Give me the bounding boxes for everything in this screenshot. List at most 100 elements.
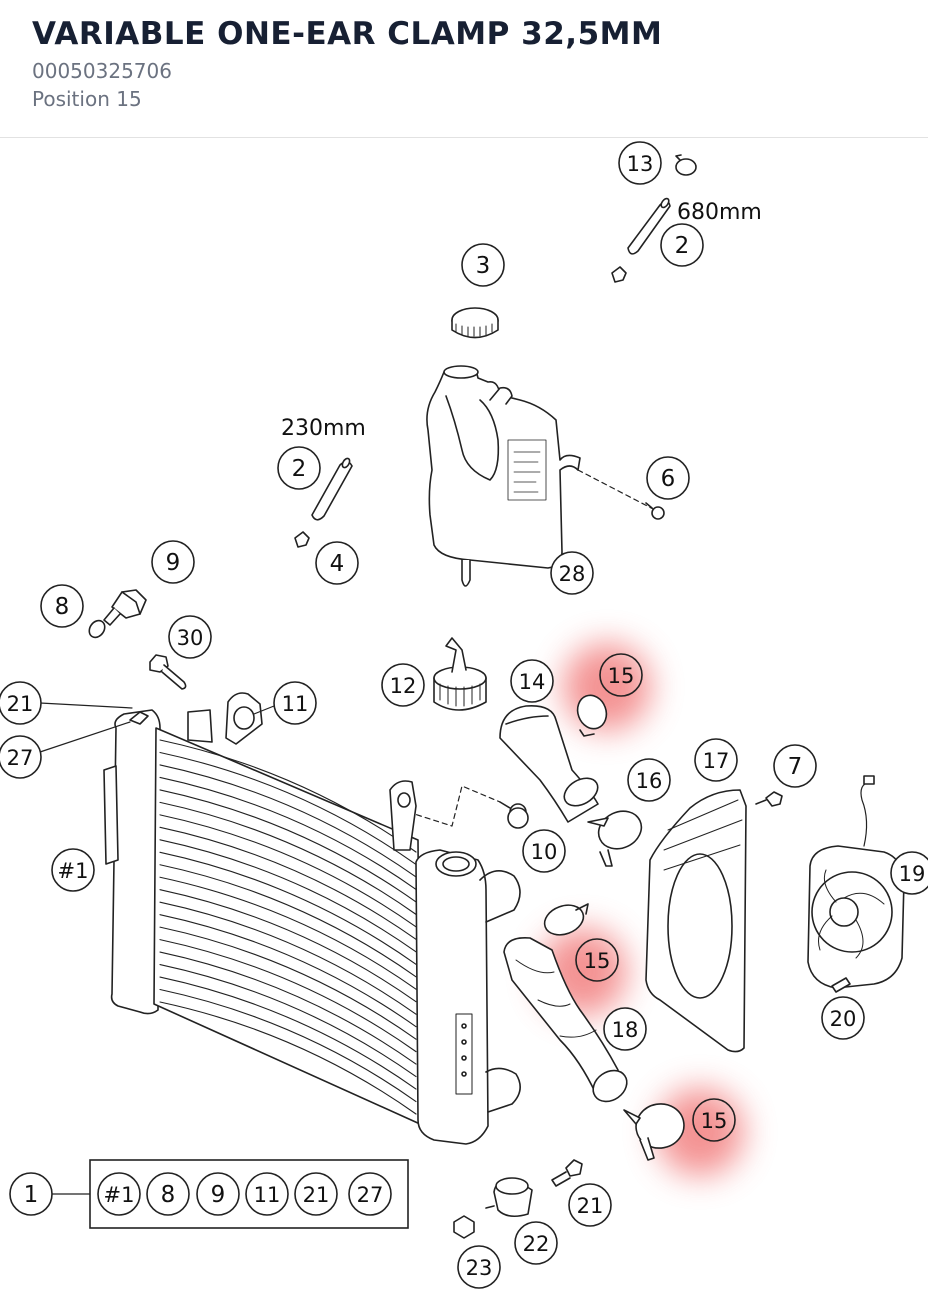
bolt-6-part xyxy=(645,502,665,520)
callout-c18[interactable]: 18 xyxy=(603,1007,647,1051)
kit-item-label: #1 xyxy=(104,1183,135,1207)
callout-label: 6 xyxy=(661,466,676,492)
callout-c2b[interactable]: 2 xyxy=(277,446,321,490)
callout-label: 10 xyxy=(531,840,558,864)
part-position: Position 15 xyxy=(32,87,142,111)
callout-label: 18 xyxy=(612,1018,639,1042)
callout-label: 1 xyxy=(24,1182,39,1208)
kit-item-k9[interactable]: 9 xyxy=(196,1172,240,1216)
hose-230mm-part xyxy=(294,457,353,548)
callout-c22[interactable]: 22 xyxy=(514,1221,558,1265)
callout-c8[interactable]: 8 xyxy=(40,584,84,628)
callout-label: 4 xyxy=(330,551,345,577)
callout-c23[interactable]: 23 xyxy=(457,1245,501,1289)
bolt-7-part xyxy=(755,791,783,807)
callout-c13[interactable]: 13 xyxy=(618,141,662,185)
callout-label: 12 xyxy=(390,674,417,698)
lower-hose-part xyxy=(503,936,628,1103)
callout-c14[interactable]: 14 xyxy=(510,659,554,703)
callout-label: 15 xyxy=(608,664,635,688)
callout-label: 15 xyxy=(701,1109,728,1133)
kit-item-k21[interactable]: 21 xyxy=(294,1172,338,1216)
callout-label: 9 xyxy=(166,550,181,576)
callout-label: 7 xyxy=(788,754,803,780)
part-title: VARIABLE ONE-EAR CLAMP 32,5MM xyxy=(32,16,663,52)
page-header: VARIABLE ONE-EAR CLAMP 32,5MM 0005032570… xyxy=(0,0,928,138)
clamp-15-middle xyxy=(543,903,589,936)
bolt-21-part xyxy=(551,1159,583,1187)
callout-c27a[interactable]: 27 xyxy=(0,735,42,779)
kit-item-label: 9 xyxy=(211,1182,226,1208)
clamp-15-upper xyxy=(576,694,608,737)
kit-item-k11[interactable]: 11 xyxy=(245,1172,289,1216)
callout-c15c[interactable]: 15 xyxy=(692,1098,736,1142)
callout-c17[interactable]: 17 xyxy=(694,738,738,782)
callout-label: 16 xyxy=(636,769,663,793)
callout-label: 21 xyxy=(577,1194,604,1218)
callout-label: 30 xyxy=(177,626,204,650)
nut-23-part xyxy=(453,1215,475,1239)
callout-label: 17 xyxy=(703,749,730,773)
upper-hose-part xyxy=(499,704,599,823)
callout-c21b[interactable]: 21 xyxy=(568,1183,612,1227)
length-label-len680: 680mm xyxy=(677,200,762,225)
clamp-15-lower xyxy=(623,1103,685,1161)
callout-label: 21 xyxy=(7,692,34,716)
callout-c9[interactable]: 9 xyxy=(151,540,195,584)
fan-shroud-part xyxy=(645,789,747,1053)
callout-c1[interactable]: 1 xyxy=(9,1172,53,1216)
callout-label: 2 xyxy=(292,456,307,482)
clamp-16-part xyxy=(587,810,643,867)
callout-c30[interactable]: 30 xyxy=(168,615,212,659)
callout-c3[interactable]: 3 xyxy=(461,243,505,287)
callout-label: 8 xyxy=(55,594,70,620)
callout-c12[interactable]: 12 xyxy=(381,663,425,707)
callout-c11a[interactable]: 11 xyxy=(273,681,317,725)
callout-label: 15 xyxy=(584,949,611,973)
callout-c20[interactable]: 20 xyxy=(821,996,865,1040)
callout-c2a[interactable]: 2 xyxy=(660,223,704,267)
callout-label: 23 xyxy=(466,1256,493,1280)
callout-c6[interactable]: 6 xyxy=(646,456,690,500)
callout-c16[interactable]: 16 xyxy=(627,758,671,802)
callout-label: 3 xyxy=(476,253,491,279)
callout-label: 11 xyxy=(282,692,309,716)
bolt-30-part xyxy=(149,654,187,690)
callout-c1a[interactable]: #1 xyxy=(51,848,95,892)
kit-item-label: 11 xyxy=(254,1183,281,1207)
kit-item-k8[interactable]: 8 xyxy=(146,1172,190,1216)
temperature-sensor-part xyxy=(88,589,147,639)
callout-label: 13 xyxy=(627,152,654,176)
part-number: 00050325706 xyxy=(32,59,172,83)
cooling-fan-part xyxy=(807,775,905,989)
kit-item-label: 21 xyxy=(303,1183,330,1207)
callout-c21a[interactable]: 21 xyxy=(0,681,42,725)
callout-c19[interactable]: 19 xyxy=(890,851,928,895)
bolt-10-part xyxy=(499,801,529,829)
bracket-22-part xyxy=(485,1177,533,1218)
expansion-tank-part xyxy=(426,365,581,587)
kit-item-k1[interactable]: #1 xyxy=(97,1172,141,1216)
callout-c28[interactable]: 28 xyxy=(550,551,594,595)
screw-20-part xyxy=(831,977,851,993)
callout-c4[interactable]: 4 xyxy=(315,541,359,585)
callout-label: 28 xyxy=(559,562,586,586)
kit-item-label: 8 xyxy=(161,1182,176,1208)
callout-c7[interactable]: 7 xyxy=(773,744,817,788)
callout-label: 2 xyxy=(675,233,690,259)
callout-label: #1 xyxy=(58,859,89,883)
small-clamp-part xyxy=(675,154,697,176)
callout-label: 20 xyxy=(830,1007,857,1031)
kit-item-k27[interactable]: 27 xyxy=(348,1172,392,1216)
callout-c15a[interactable]: 15 xyxy=(599,653,643,697)
callout-label: 14 xyxy=(519,670,546,694)
kit-box xyxy=(89,1159,409,1229)
callout-c15b[interactable]: 15 xyxy=(575,938,619,982)
kit-item-label: 27 xyxy=(357,1183,384,1207)
leader-lines xyxy=(39,702,275,1195)
callout-c10[interactable]: 10 xyxy=(522,829,566,873)
radiator-core-part xyxy=(103,692,521,1145)
radiator-cap-part xyxy=(433,637,487,711)
length-label-len230: 230mm xyxy=(281,416,366,441)
